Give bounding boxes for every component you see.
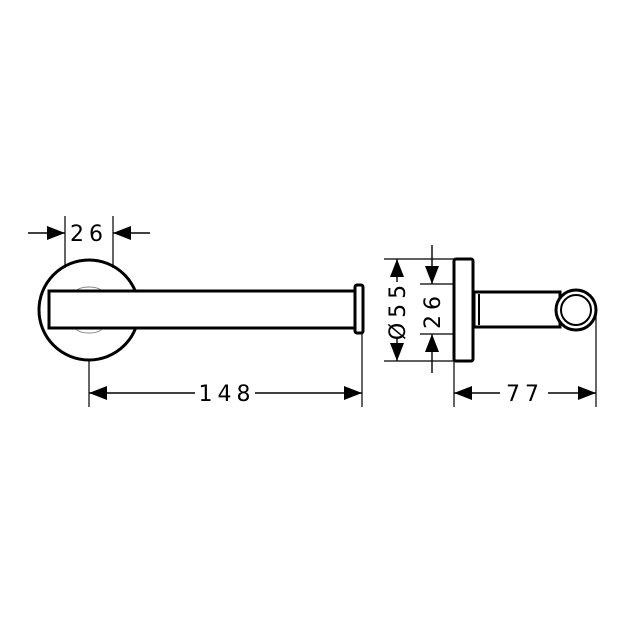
dim-side-projection-label: 77 — [506, 382, 544, 407]
dim-side-arm-height: 26 — [420, 245, 454, 373]
front-view — [37, 258, 365, 362]
side-view — [452, 257, 598, 363]
dim-front-overall-length: 148 — [88, 333, 363, 407]
front-arm — [47, 289, 359, 330]
dim-side-rosette-diameter-label: Ø55 — [386, 280, 411, 340]
dim-side-rosette-diameter: Ø55 — [384, 258, 454, 362]
dim-front-overall-length-label: 148 — [199, 382, 256, 407]
side-end-ring-inner — [560, 294, 592, 326]
dim-front-rosette-width-label: 26 — [70, 222, 108, 247]
dim-front-rosette-width: 26 — [28, 216, 150, 268]
dim-side-projection: 77 — [453, 310, 597, 407]
side-wall-plate — [452, 257, 475, 363]
dim-side-arm-height-label: 26 — [421, 291, 446, 329]
front-end-cap — [353, 283, 365, 335]
side-stem — [472, 290, 562, 329]
